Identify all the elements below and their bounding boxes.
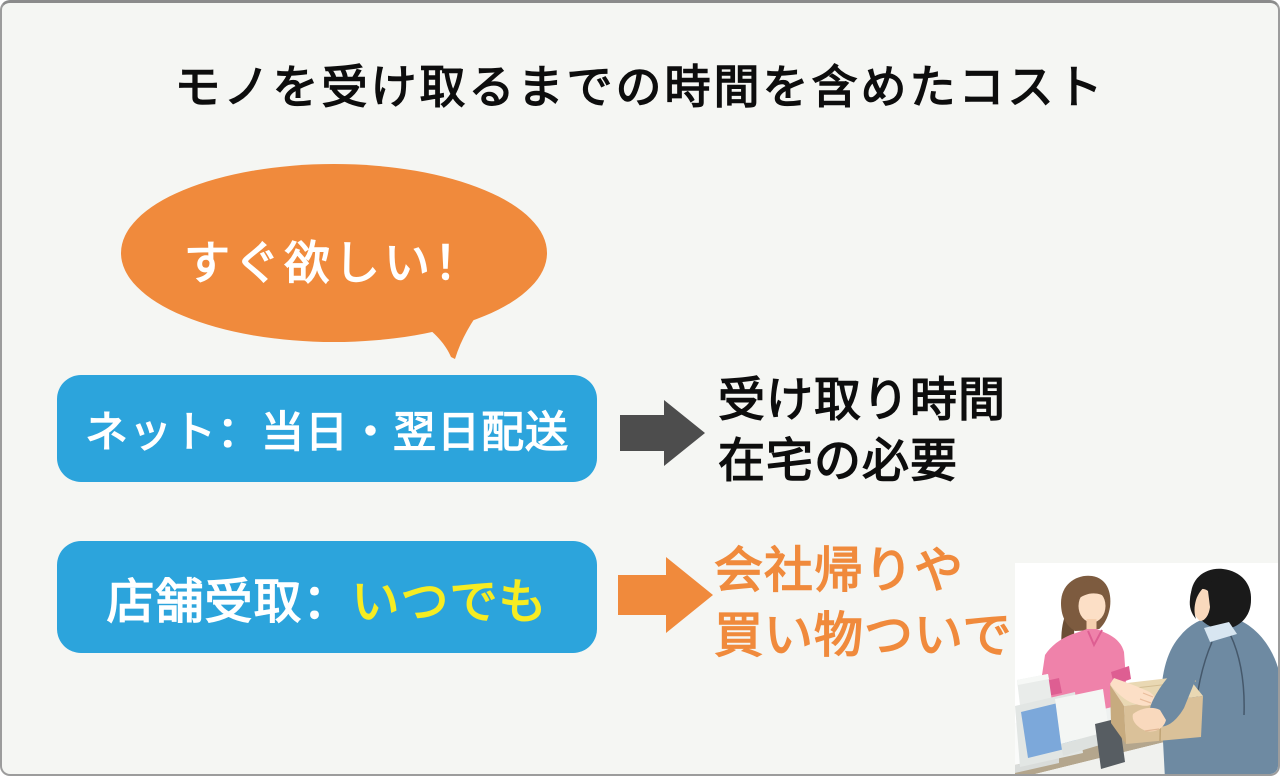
net-result-text: 受け取り時間 在宅の必要 (718, 369, 1006, 491)
net-delivery-box: ネット：当日・翌日配送 (57, 375, 597, 482)
orange-arrow-icon (618, 557, 713, 633)
store-pickup-label-prefix: 店舗受取： (106, 576, 352, 629)
pos-register (1015, 674, 1125, 773)
store-clerk (1041, 575, 1131, 715)
page-title: モノを受け取るまでの時間を含めたコスト (174, 61, 1106, 113)
net-result-line1: 受け取り時間 (718, 373, 1006, 426)
store-result-text: 会社帰りや 買い物ついで (714, 539, 1013, 669)
store-pickup-handover-illustration (1015, 563, 1278, 774)
net-delivery-label: ネット：当日・翌日配送 (85, 408, 569, 457)
store-pickup-label-highlight: いつでも (351, 576, 548, 629)
store-result-line2: 買い物ついで (714, 609, 1013, 663)
net-result-line2: 在宅の必要 (718, 434, 958, 487)
speech-bubble-text: すぐ欲しい！ (184, 237, 484, 289)
speech-bubble (121, 164, 547, 359)
gray-arrow-icon (620, 400, 705, 466)
customer-arm (1132, 658, 1195, 732)
store-result-line1: 会社帰りや (714, 544, 965, 598)
store-pickup-box: 店舗受取：いつでも (57, 541, 597, 653)
clerk-hand (1110, 678, 1155, 706)
